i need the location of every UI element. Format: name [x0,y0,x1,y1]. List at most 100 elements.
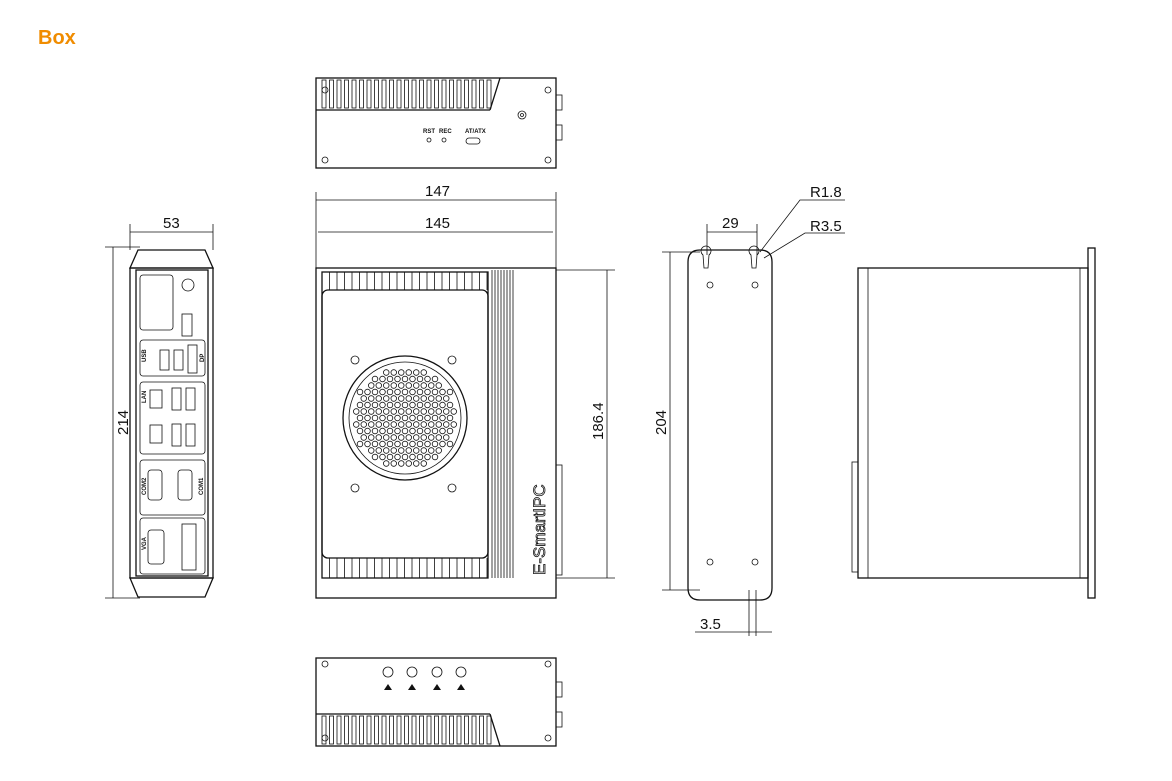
drawing-line [428,395,435,402]
drawing-line [486,715,492,745]
drawing-line [435,408,442,415]
drawing-line [409,414,416,422]
drawing-line [401,440,409,448]
drawing-line [405,395,412,402]
drawing-line [450,421,457,428]
drawing-line [416,375,424,383]
drawing-line [471,715,477,745]
drawing-line [375,434,382,441]
brand-label: E-SmartIPC [530,484,549,575]
drawing-line [416,401,424,409]
dim-r1-8: R1.8 [810,184,842,201]
dim-147: 147 [425,183,450,200]
drawing-line [321,79,327,109]
drawing-line [383,408,390,415]
drawing-line [398,447,405,454]
dim-29: 29 [722,215,739,232]
right-side-view [851,247,1096,599]
drawing-line [424,375,431,383]
drawing-line [416,388,424,396]
drawing-line [390,395,397,402]
drawing-line [401,375,409,383]
drawing-line [383,369,390,376]
rst-label: RST [423,129,435,135]
drawing-line [398,434,405,441]
front-view: E-SmartIPC [315,267,563,599]
drawing-line [366,79,372,109]
drawing-line [416,453,424,461]
drawing-line [321,715,327,745]
drawing-line [471,79,477,109]
drawing-line [360,421,367,428]
drawing-line [360,395,367,402]
drawing-line [443,408,450,415]
drawing-line [439,440,446,448]
drawing-line [368,382,375,389]
drawing-line [383,447,390,454]
drawing-line [479,79,484,109]
drawing-line [420,395,427,402]
drawing-line [426,715,432,745]
drawing-line [424,453,431,461]
drawing-line [371,440,379,448]
drawing-line [351,79,357,109]
drawing-line [384,684,392,690]
drawing-line [329,715,334,745]
drawing-line [420,408,427,415]
drawing-line [416,427,424,435]
drawing-line [464,715,469,745]
drawing-line [401,388,409,396]
drawing-line [428,408,435,415]
drawing-line [439,427,446,435]
drawing-line [398,382,405,389]
drawing-line [405,434,412,441]
drawing-line [449,79,454,109]
drawing-line [456,79,462,109]
drawing-line [431,440,439,448]
drawing-line [435,421,442,428]
drawing-line [364,401,371,409]
drawing-line [409,453,416,461]
drawing-line [433,684,441,690]
drawing-line [381,79,387,109]
drawing-line [353,408,360,415]
drawing-line [424,414,431,422]
drawing-line [344,715,349,745]
drawing-line [420,382,427,389]
drawing-line [435,382,442,389]
drawing-line [386,414,394,422]
drawing-line [420,434,427,441]
drawing-line [446,388,454,396]
drawing-line [401,414,409,422]
drawing-line [424,427,431,435]
drawing-line [446,401,454,409]
drawing-line [435,434,442,441]
rec-label: REC [439,129,452,135]
drawing-line [398,421,405,428]
drawing-line [450,408,457,415]
drawing-line [336,715,342,745]
drawing-line [368,395,375,402]
drawing-line [383,421,390,428]
drawing-line [456,715,462,745]
drawing-line [401,427,409,435]
front-dimensions: 147 145 186.4 [315,183,615,579]
drawing-line [390,408,397,415]
drawing-line [413,421,420,428]
drawing-line [431,427,439,435]
drawing-line [390,421,397,428]
dim-r3-5: R3.5 [810,218,842,235]
drawing-line [428,434,435,441]
drawing-line [386,401,394,409]
drawing-line [353,421,360,428]
top-view: RST REC AT/ATX [315,77,563,169]
lan-label: LAN [142,391,148,403]
drawing-line [420,421,427,428]
drawing-line [446,440,454,448]
dp-label: DP [200,354,206,362]
drawing-line [411,715,417,745]
dim-145: 145 [425,215,450,232]
drawing-line [439,414,446,422]
drawing-line [374,715,379,745]
drawing-line [416,414,424,422]
